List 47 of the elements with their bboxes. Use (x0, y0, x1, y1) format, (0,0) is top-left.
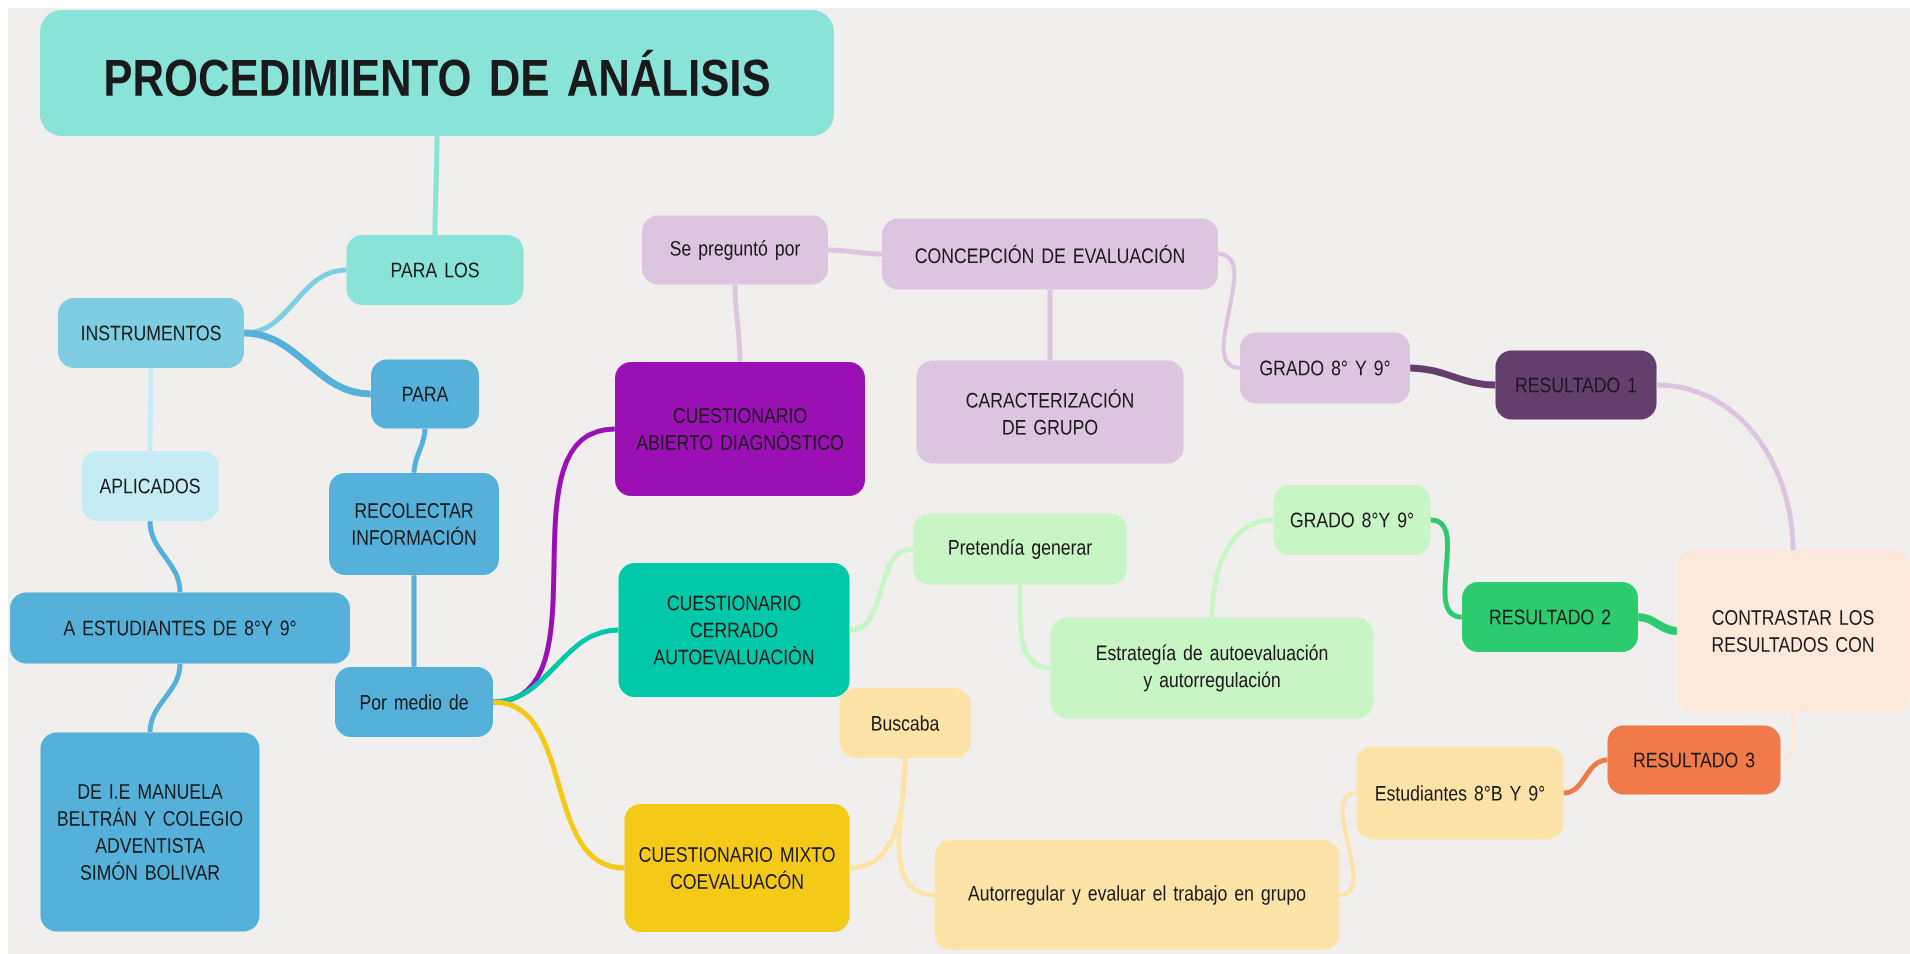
topic-box: CUESTIONARIO MIXTO COEVALUACÓN (624, 804, 850, 932)
title-box: PROCEDIMIENTO DE ANÁLISIS (40, 10, 834, 136)
topic-box: GRADO 8°Y 9° (1273, 485, 1431, 555)
branch-line (432, 136, 440, 235)
branch-line (896, 758, 935, 898)
topic-box: A ESTUDIANTES DE 8°Y 9° (10, 592, 350, 664)
topic-box: Pretendía generar (913, 513, 1127, 585)
branch-line (1209, 517, 1274, 618)
topic-box: CUESTIONARIO ABIERTO DIAGNÒSTICO (615, 362, 865, 496)
topic-box: Buscaba (839, 688, 971, 758)
branch-line (492, 699, 625, 871)
topic-box: RESULTADO 1 (1495, 350, 1657, 420)
topic-box: Estrategía de autoevaluación y autorregulación (1050, 617, 1374, 719)
topic-box: RESULTADO 2 (1462, 582, 1638, 652)
branch-line (492, 627, 619, 705)
topic-box: GRADO 8° Y 9° (1240, 332, 1410, 404)
branch-line (411, 575, 417, 667)
topic-box: Se preguntó por (642, 215, 828, 285)
topic-box: DE I.E MANUELA BELTRÁN Y COLEGIO ADVENTISTA SIMÓN BOLIVAR (40, 732, 260, 932)
branch-line (147, 521, 183, 593)
branch-line (732, 284, 743, 362)
topic-box: PARA (371, 359, 479, 429)
topic-box: CARACTERIZACIÓN DE GRUPO (916, 360, 1184, 464)
topic-box: PARA LOS (346, 235, 524, 305)
branch-line (828, 247, 882, 257)
branch-line (1017, 584, 1051, 671)
branch-line (1217, 252, 1241, 370)
branch-line (1637, 613, 1678, 635)
topic-box: APLICADOS (81, 451, 219, 521)
topic-box: Estudiantes 8°B Y 9° (1356, 746, 1564, 840)
topic-box: CONTRASTAR LOS RESULTADOS CON (1677, 550, 1909, 712)
branch-line (411, 428, 428, 473)
branch-line (243, 329, 372, 398)
topic-box: RESULTADO 3 (1607, 725, 1781, 795)
topic-box: INSTRUMENTOS (58, 298, 244, 368)
branch-line (147, 663, 183, 733)
topic-box: RECOLECTAR INFORMACIÓN (329, 473, 499, 575)
topic-box: Autorregular y evaluar el trabajo en grupo (934, 840, 1340, 950)
branch-line (1780, 711, 1797, 762)
topic-box: CONCEPCIÓN DE EVALUACIÓN (882, 218, 1218, 290)
branch-line (147, 368, 154, 451)
branch-line (1656, 382, 1796, 551)
topic-box: CUESTIONARIO CERRADO AUTOEVALUACIÒN (618, 563, 850, 697)
topic-box: Por medio de (335, 667, 493, 737)
branch-line (1563, 757, 1608, 796)
branch-line (849, 546, 914, 633)
branch-line (1047, 289, 1053, 361)
